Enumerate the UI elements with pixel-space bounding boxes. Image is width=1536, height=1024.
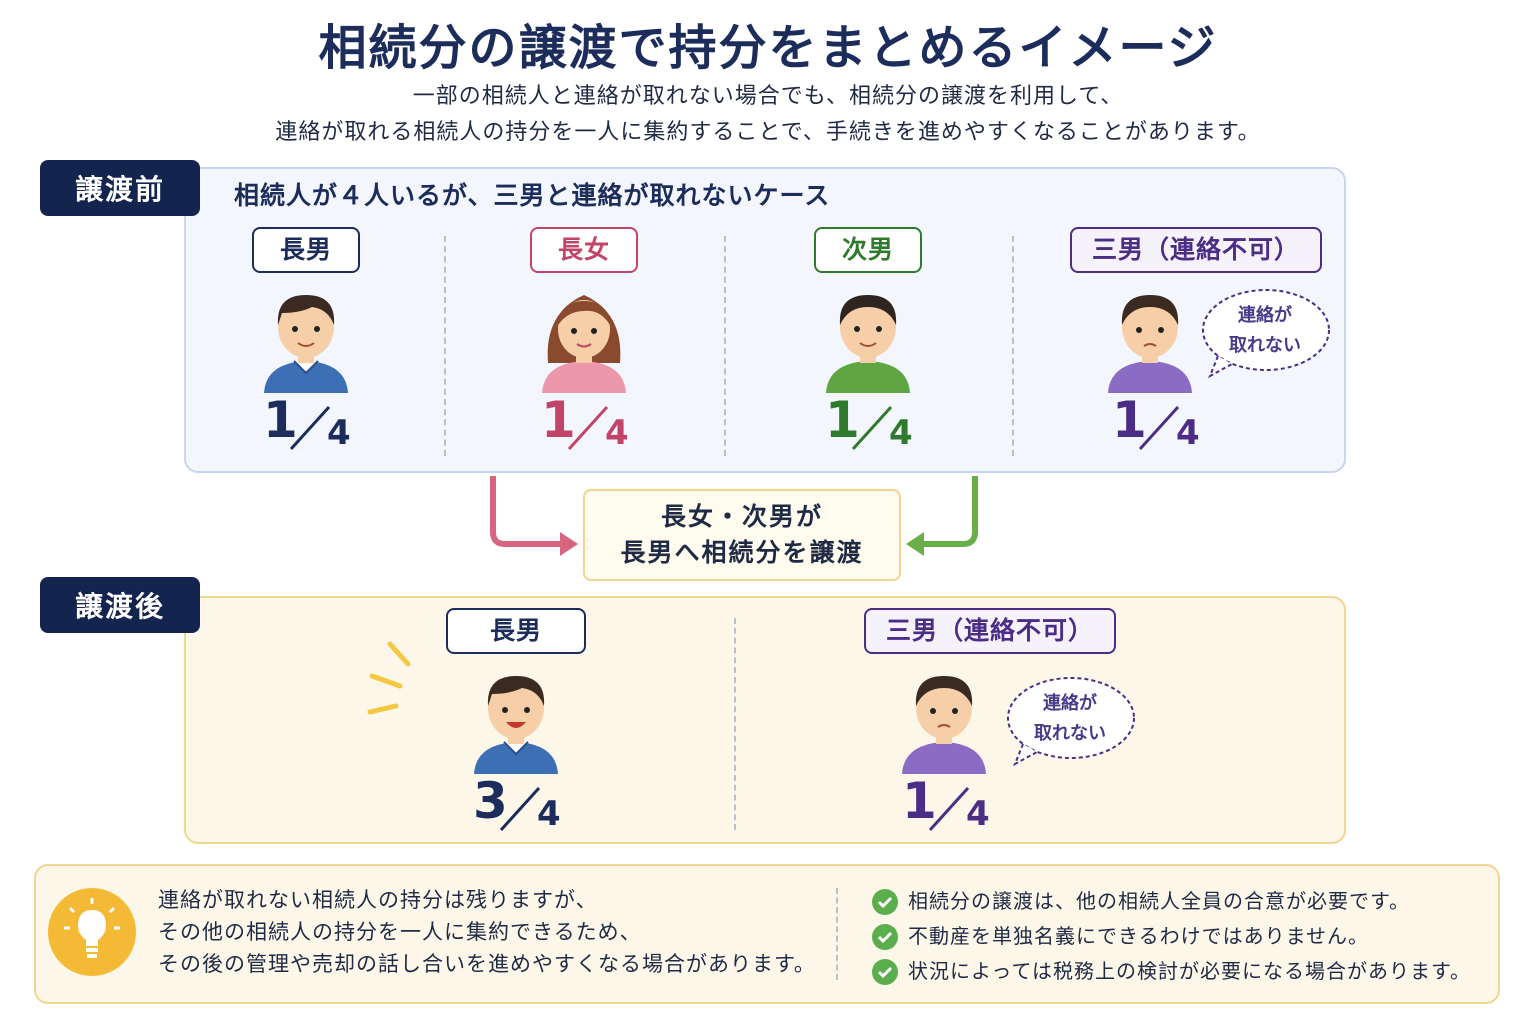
person-label: 長男 xyxy=(251,227,360,273)
person-label: 長男 xyxy=(445,608,586,654)
male-avatar-icon xyxy=(264,295,348,393)
smiling-male-avatar-icon xyxy=(474,676,558,774)
note-item: 不動産を単独名義にできるわけではありません。 xyxy=(872,919,1471,954)
lightbulb-icon xyxy=(48,888,136,976)
person-second-son-before: 次男 1 4 xyxy=(748,227,988,463)
case-description: 相続人が４人いるが、三男と連絡が取れないケース xyxy=(234,181,831,210)
worried-male-avatar-icon xyxy=(902,676,986,774)
info-summary: 連絡が取れない相続人の持分は残りますが、 その他の相続人の持分を一人に集約できる… xyxy=(158,888,816,976)
transfer-arrow-right xyxy=(906,476,978,556)
person-third-son-after: 三男（連絡不可） 1 4 xyxy=(864,608,1124,844)
share-fraction: 1 4 xyxy=(825,391,913,453)
note-item: 相続分の譲渡は、他の相続人全員の合意が必要です。 xyxy=(872,884,1471,919)
person-label: 三男（連絡不可） xyxy=(1070,227,1323,273)
after-panel xyxy=(184,596,1346,844)
check-icon xyxy=(872,958,898,985)
info-panel xyxy=(34,864,1500,1004)
before-badge: 譲渡前 xyxy=(40,160,200,216)
page-title: 相続分の譲渡で持分をまとめるイメージ xyxy=(318,20,1218,76)
share-fraction: 3 4 xyxy=(473,772,561,834)
divider xyxy=(444,236,446,456)
note-item: 状況によっては税務上の検討が必要になる場合があります。 xyxy=(872,954,1471,989)
share-fraction: 1 4 xyxy=(263,391,351,453)
subtitle-line-1: 一部の相続人と連絡が取れない場合でも、相続分の譲渡を利用して、 xyxy=(412,84,1124,109)
male-avatar-icon xyxy=(826,295,910,393)
divider xyxy=(734,618,736,830)
share-fraction: 1 4 xyxy=(541,391,629,453)
speech-bubble: 連絡が 取れない xyxy=(1005,676,1135,766)
person-eldest-son-after: 長男 3 4 xyxy=(396,608,636,844)
divider xyxy=(724,236,726,456)
female-avatar-icon xyxy=(542,295,626,393)
share-fraction: 1 4 xyxy=(902,772,990,834)
person-eldest-daughter-before: 長女 1 4 xyxy=(464,227,704,463)
transfer-description: 長女・次男が 長男へ相続分を譲渡 xyxy=(583,489,901,581)
check-icon xyxy=(872,923,898,950)
person-label: 次男 xyxy=(813,227,922,273)
info-notes: 相続分の譲渡は、他の相続人全員の合意が必要です。 不動産を単独名義にできるわけで… xyxy=(872,884,1471,989)
person-third-son-before: 三男（連絡不可） 1 4 xyxy=(1070,227,1323,463)
divider xyxy=(836,888,838,980)
speech-bubble: 連絡が 取れない xyxy=(1200,288,1330,378)
subtitle-line-2: 連絡が取れる相続人の持分を一人に集約することで、手続きを進めやすくなることがあり… xyxy=(275,120,1261,145)
divider xyxy=(1012,236,1014,456)
sparkle-icon xyxy=(367,641,411,715)
person-eldest-son-before: 長男 1 4 xyxy=(186,227,426,463)
person-label: 三男（連絡不可） xyxy=(864,608,1117,654)
worried-male-avatar-icon xyxy=(1108,295,1192,393)
check-icon xyxy=(872,888,898,915)
after-badge: 譲渡後 xyxy=(40,577,200,633)
person-label: 長女 xyxy=(529,227,638,273)
share-fraction: 1 4 xyxy=(1112,391,1200,453)
transfer-arrow-left xyxy=(490,476,578,556)
